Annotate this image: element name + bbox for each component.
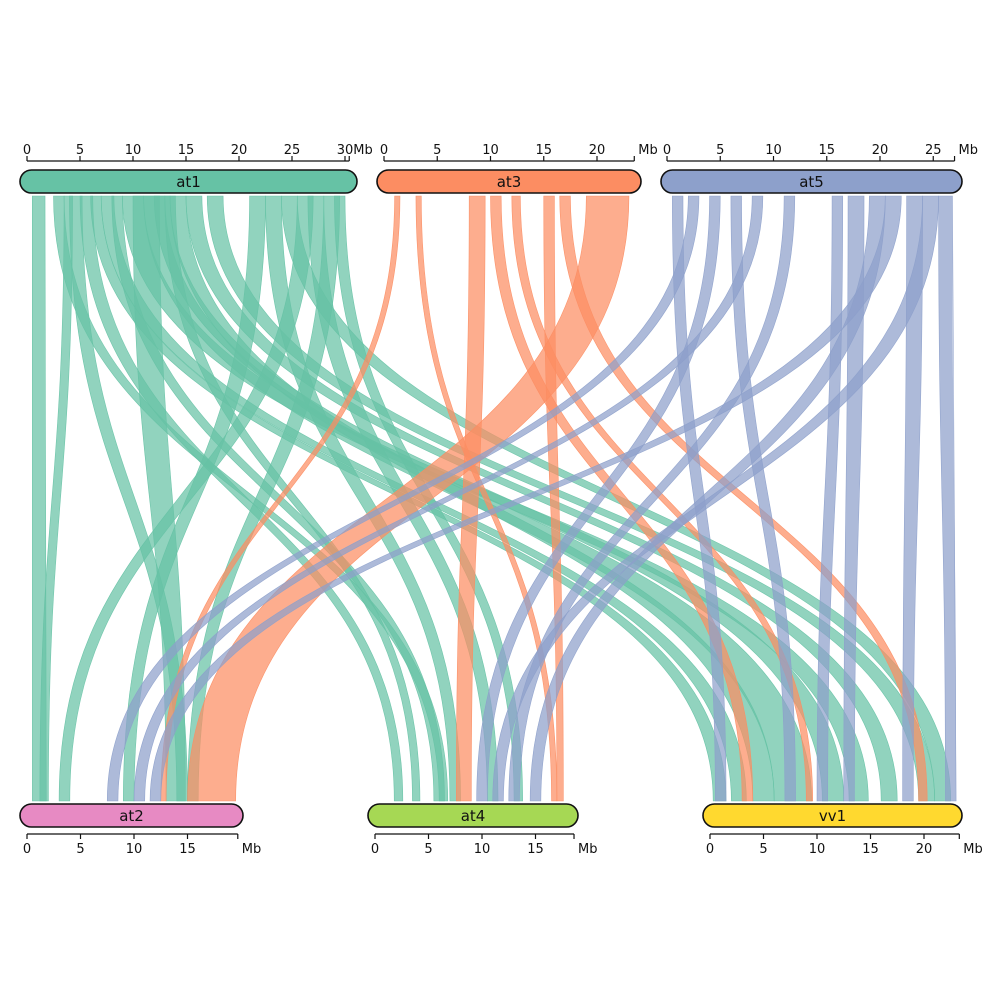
chromosome-at4[interactable]: at4 [367, 803, 579, 828]
axis-at2-tick-label: 10 [126, 842, 143, 857]
axis-at4-tick-label: 5 [424, 842, 432, 857]
axis-at1-tick-label: 30 [337, 143, 354, 158]
axis-at4-unit-label: Mb [578, 842, 597, 857]
axis-at2-unit-label: Mb [242, 842, 261, 857]
axis-at4: 0 5 10 15 Mb [371, 833, 597, 857]
axis-at3: 0 5 10 15 20 Mb [380, 143, 658, 162]
chromosome-at1-label: at1 [176, 173, 201, 191]
axis-at5: 0 5 10 15 20 25 Mb [663, 143, 978, 162]
chromosome-vv1-label: vv1 [819, 807, 846, 825]
axis-at3-tick-label: 5 [433, 143, 441, 158]
axis-vv1-tick-label: 10 [809, 842, 826, 857]
synteny-link-at5-vv1-43 [938, 195, 957, 802]
axis-at1-tick-label: 5 [76, 143, 84, 158]
axis-at5-unit-label: Mb [959, 143, 978, 158]
axis-vv1-tick-label: 0 [706, 842, 714, 857]
axis-at3-tick-label: 10 [482, 143, 499, 158]
axis-at2: 0 5 10 15 Mb [23, 833, 261, 857]
synteny-links [31, 195, 957, 802]
synteny-link-at1-at2-19 [58, 195, 314, 802]
chromosome-at5-bar[interactable] [660, 169, 963, 194]
axis-at5-tick-label: 10 [765, 143, 782, 158]
axis-at3-tick-label: 20 [589, 143, 606, 158]
synteny-link-at5-vv1-34 [730, 195, 796, 802]
chromosome-at2[interactable]: at2 [19, 803, 244, 828]
chromosome-at3-bar[interactable] [376, 169, 642, 194]
axis-at1-tick-label: 0 [23, 143, 31, 158]
axis-at1-tick-label: 20 [231, 143, 248, 158]
chromosome-at2-bar[interactable] [19, 803, 244, 828]
axis-at1-unit-label: Mb [353, 143, 372, 158]
axis-vv1-tick-label: 5 [759, 842, 767, 857]
chromosome-at3[interactable]: at3 [376, 169, 642, 194]
synteny-link-at3-at4-25 [456, 195, 486, 802]
synteny-link-at5-at4-33 [476, 195, 721, 802]
axis-at5-tick-label: 0 [663, 143, 671, 158]
axis-vv1: 0 5 10 15 20 Mb [706, 833, 983, 857]
axis-at3-tick-label: 15 [535, 143, 552, 158]
axis-vv1-tick-label: 20 [916, 842, 933, 857]
axis-at2-tick-label: 15 [179, 842, 196, 857]
synteny-link-at5-at2-35 [133, 195, 764, 802]
synteny-link-at5-vv1-41 [902, 195, 923, 802]
chromosome-at4-bar[interactable] [367, 803, 579, 828]
axis-at5-tick-label: 5 [716, 143, 724, 158]
chromosome-at1[interactable]: at1 [19, 169, 358, 194]
axis-at4-tick-label: 15 [527, 842, 544, 857]
chromosome-at1-bar[interactable] [19, 169, 358, 194]
chromosome-vv1[interactable]: vv1 [702, 803, 963, 828]
axis-at5-tick-label: 15 [818, 143, 835, 158]
axis-at3-unit-label: Mb [638, 143, 657, 158]
chromosome-vv1-bar[interactable] [702, 803, 963, 828]
axis-at3-tick-label: 0 [380, 143, 388, 158]
synteny-link-at1-at2-2 [39, 195, 73, 802]
chromosome-at3-label: at3 [497, 173, 522, 191]
axis-at1-tick-label: 10 [125, 143, 142, 158]
chromosome-at5-label: at5 [799, 173, 824, 191]
axis-at5-tick-label: 20 [872, 143, 889, 158]
axis-at2-tick-label: 0 [23, 842, 31, 857]
axis-at5-tick-label: 25 [925, 143, 942, 158]
synteny-link-at5-at2-32 [106, 195, 700, 802]
synteny-link-at3-at2-23 [160, 195, 401, 802]
chromosome-at2-label: at2 [119, 807, 144, 825]
axis-at1-tick-label: 25 [284, 143, 301, 158]
chromosome-at4-label: at4 [461, 807, 486, 825]
axis-vv1-tick-label: 15 [862, 842, 879, 857]
synteny-link-at3-vv1-27 [511, 195, 814, 802]
axis-vv1-unit-label: Mb [963, 842, 982, 857]
synteny-link-at5-at2-40 [149, 195, 902, 802]
axis-at4-tick-label: 10 [474, 842, 491, 857]
axis-at2-tick-label: 5 [76, 842, 84, 857]
axis-at1-tick-label: 15 [178, 143, 195, 158]
chromosome-at5[interactable]: at5 [660, 169, 963, 194]
synteny-link-at5-at4-42 [492, 195, 939, 802]
axis-at4-tick-label: 0 [371, 842, 379, 857]
